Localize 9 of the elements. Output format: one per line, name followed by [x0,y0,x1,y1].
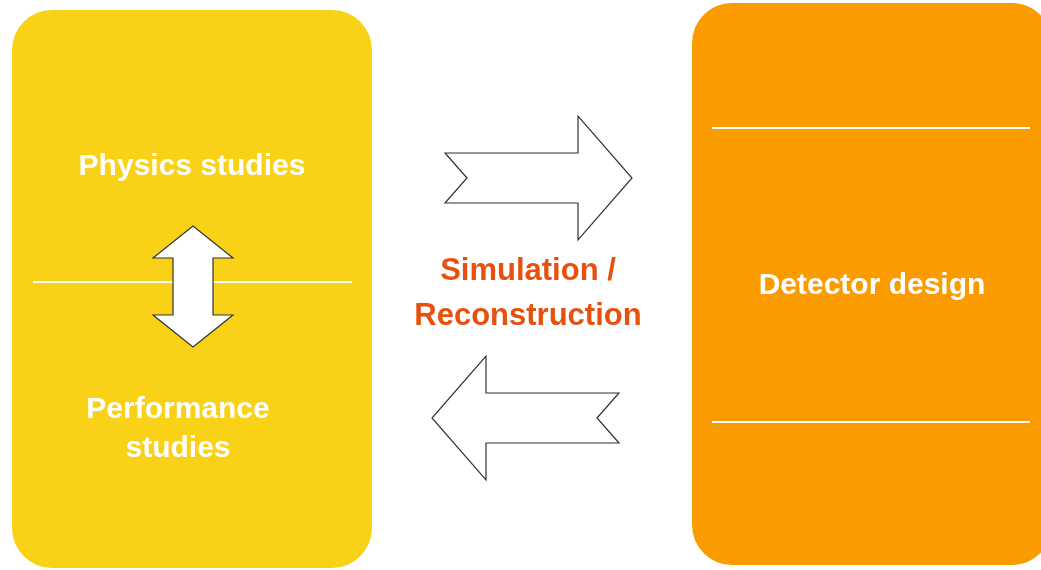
panel [12,10,372,568]
node-label: Physics studies [78,147,306,184]
block-arrow [431,354,621,482]
panel [692,3,1041,565]
block-arrow [443,114,633,242]
node-label: Detector design [758,265,986,302]
node-label: Performance studies [85,390,271,465]
annotation-text: Simulation / Reconstruction [413,251,643,334]
block-arrow [151,225,235,348]
